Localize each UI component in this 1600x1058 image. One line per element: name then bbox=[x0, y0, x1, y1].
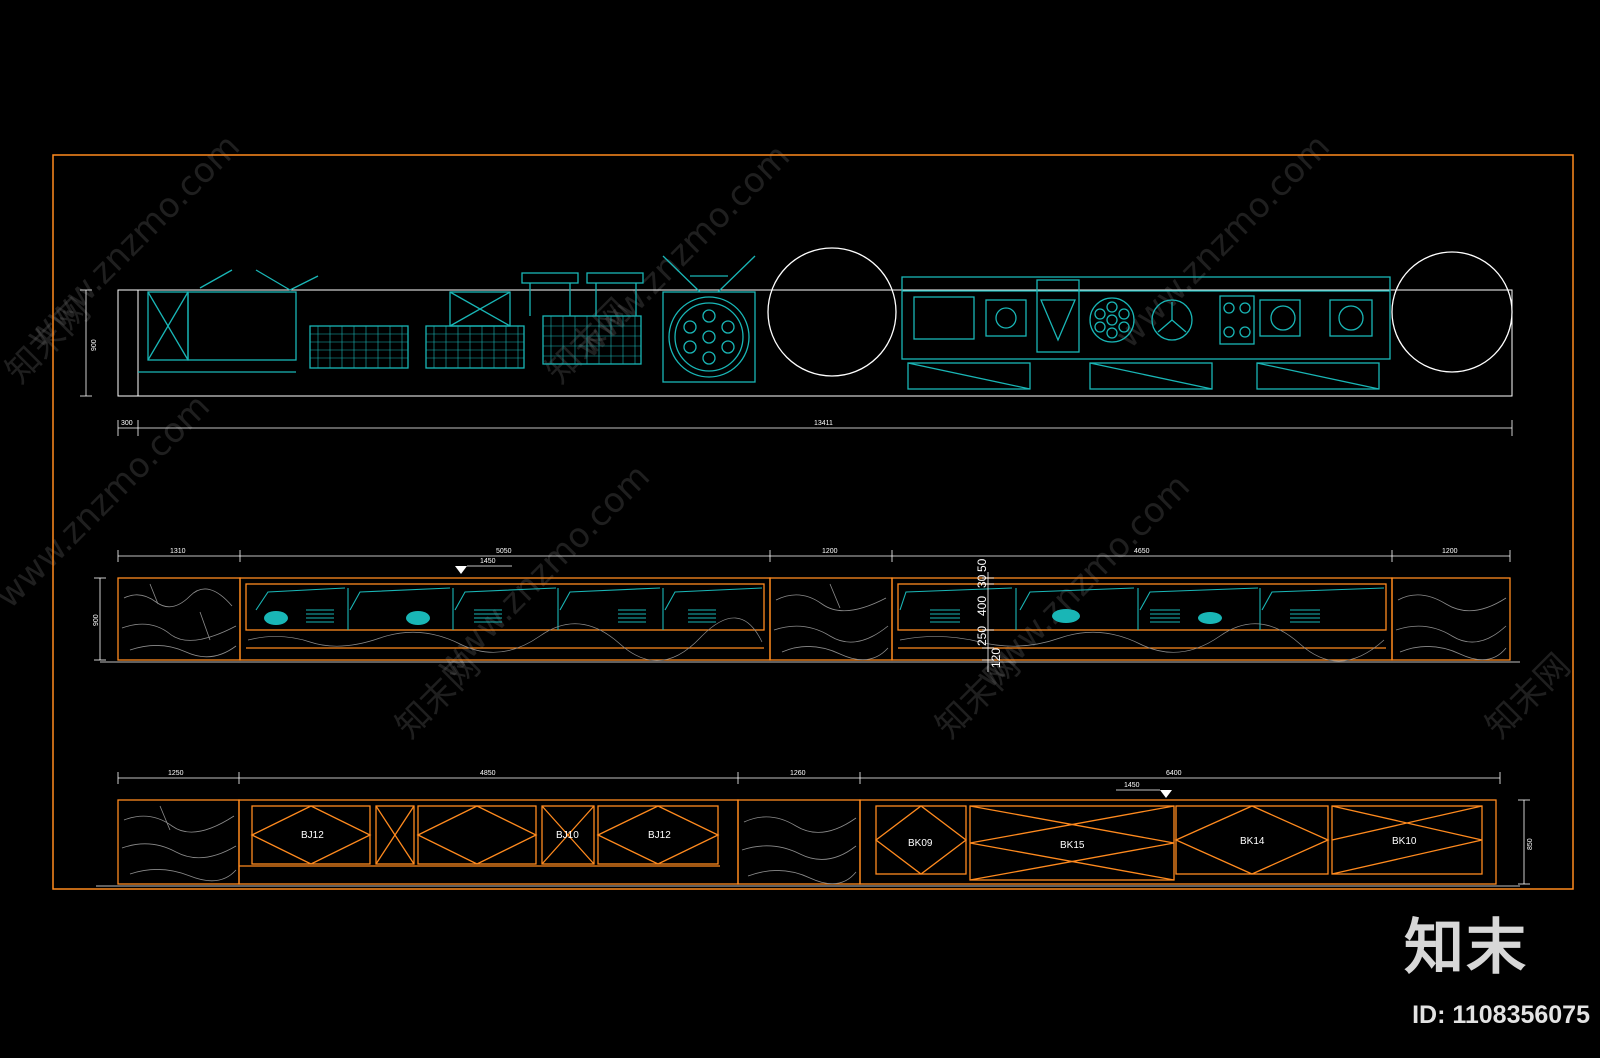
cabinet-tag: BK09 bbox=[908, 838, 933, 849]
rear-dimensions bbox=[117, 772, 1530, 885]
plan-hatch bbox=[310, 316, 641, 368]
case-base-texture bbox=[899, 623, 1385, 662]
dim-front-stack-4: 250 bbox=[975, 626, 989, 646]
cabinet-run-left bbox=[238, 799, 739, 885]
cabinet-tag: BK10 bbox=[1392, 836, 1417, 847]
dim-rear-height: 850 bbox=[1527, 838, 1534, 850]
cabinet-run-right bbox=[859, 799, 1497, 885]
dim-front-seg-2: 5050 bbox=[496, 548, 512, 555]
watermark-site: www.znzmo.com bbox=[0, 386, 218, 616]
cabinet-tag: BJ10 bbox=[556, 830, 579, 841]
dim-front-seg-1: 1310 bbox=[170, 548, 186, 555]
level-marker bbox=[1160, 790, 1172, 798]
dim-front-seg-4: 4650 bbox=[1134, 548, 1150, 555]
plan-equipment-left bbox=[138, 255, 756, 383]
dim-plan-offset: 300 bbox=[121, 420, 133, 427]
watermark-layer: www.znzmo.com www.znzmo.com www.znzmo.co… bbox=[0, 126, 1578, 746]
dim-front-stack-2: 30 bbox=[975, 574, 989, 588]
sheet-frame bbox=[52, 154, 1574, 890]
dim-plan-total: 13411 bbox=[814, 420, 833, 427]
dim-rear-seg-4: 6400 bbox=[1166, 770, 1182, 777]
dim-front-stack-3: 400 bbox=[975, 596, 989, 616]
plan-view: 300 13411 900 bbox=[80, 247, 1513, 436]
dim-front-stack-1: 50 bbox=[975, 558, 989, 572]
dim-rear-seg-1: 1250 bbox=[168, 770, 184, 777]
display-case-left-glass bbox=[255, 587, 763, 630]
dim-front-seg-3: 1200 bbox=[822, 548, 838, 555]
round-table bbox=[1391, 251, 1513, 373]
dim-front-seg-5: 1200 bbox=[1442, 548, 1458, 555]
dim-front-height: 900 bbox=[93, 614, 100, 626]
plan-equipment-right bbox=[901, 276, 1391, 390]
dim-rear-seg-2: 4850 bbox=[480, 770, 496, 777]
counter-outline bbox=[117, 289, 1513, 397]
brand-id-label: ID: 1108356075 bbox=[1412, 1001, 1590, 1029]
case-base-texture bbox=[247, 617, 763, 661]
cabinet-tag: BK14 bbox=[1240, 836, 1265, 847]
watermark-label: 知末网 bbox=[1478, 646, 1578, 746]
cabinet-tag: BK15 bbox=[1060, 840, 1085, 851]
front-elevation: 1450 1310 5050 1200 4650 1200 900 50 30 … bbox=[93, 548, 1520, 672]
display-case-right-glass bbox=[899, 587, 1385, 630]
rear-level-mark: 1450 bbox=[1124, 782, 1140, 789]
watermark-site: www.znzmo.com bbox=[1108, 126, 1338, 356]
watermark-label: 知末网 bbox=[538, 291, 638, 391]
dish-icons bbox=[264, 611, 430, 625]
front-level-mark: 1450 bbox=[480, 558, 496, 565]
round-table bbox=[767, 247, 897, 377]
rear-elevation: BJ12 BJ10 BJ12 BK09 BK15 BK14 BK10 1450 … bbox=[96, 770, 1534, 887]
dim-front-stack-5: 120 bbox=[989, 648, 1003, 668]
dish-icons bbox=[1052, 609, 1222, 624]
front-dimensions bbox=[94, 550, 1511, 672]
plan-dimensions bbox=[80, 289, 1513, 436]
dim-rear-seg-3: 1260 bbox=[790, 770, 806, 777]
brand-logo: 知末 bbox=[1404, 913, 1528, 983]
cabinet-tag: BJ12 bbox=[301, 830, 324, 841]
cabinet-tag: BJ12 bbox=[648, 830, 671, 841]
dim-plan-depth: 900 bbox=[91, 339, 98, 351]
level-marker bbox=[455, 566, 467, 574]
display-case-left bbox=[239, 577, 771, 661]
